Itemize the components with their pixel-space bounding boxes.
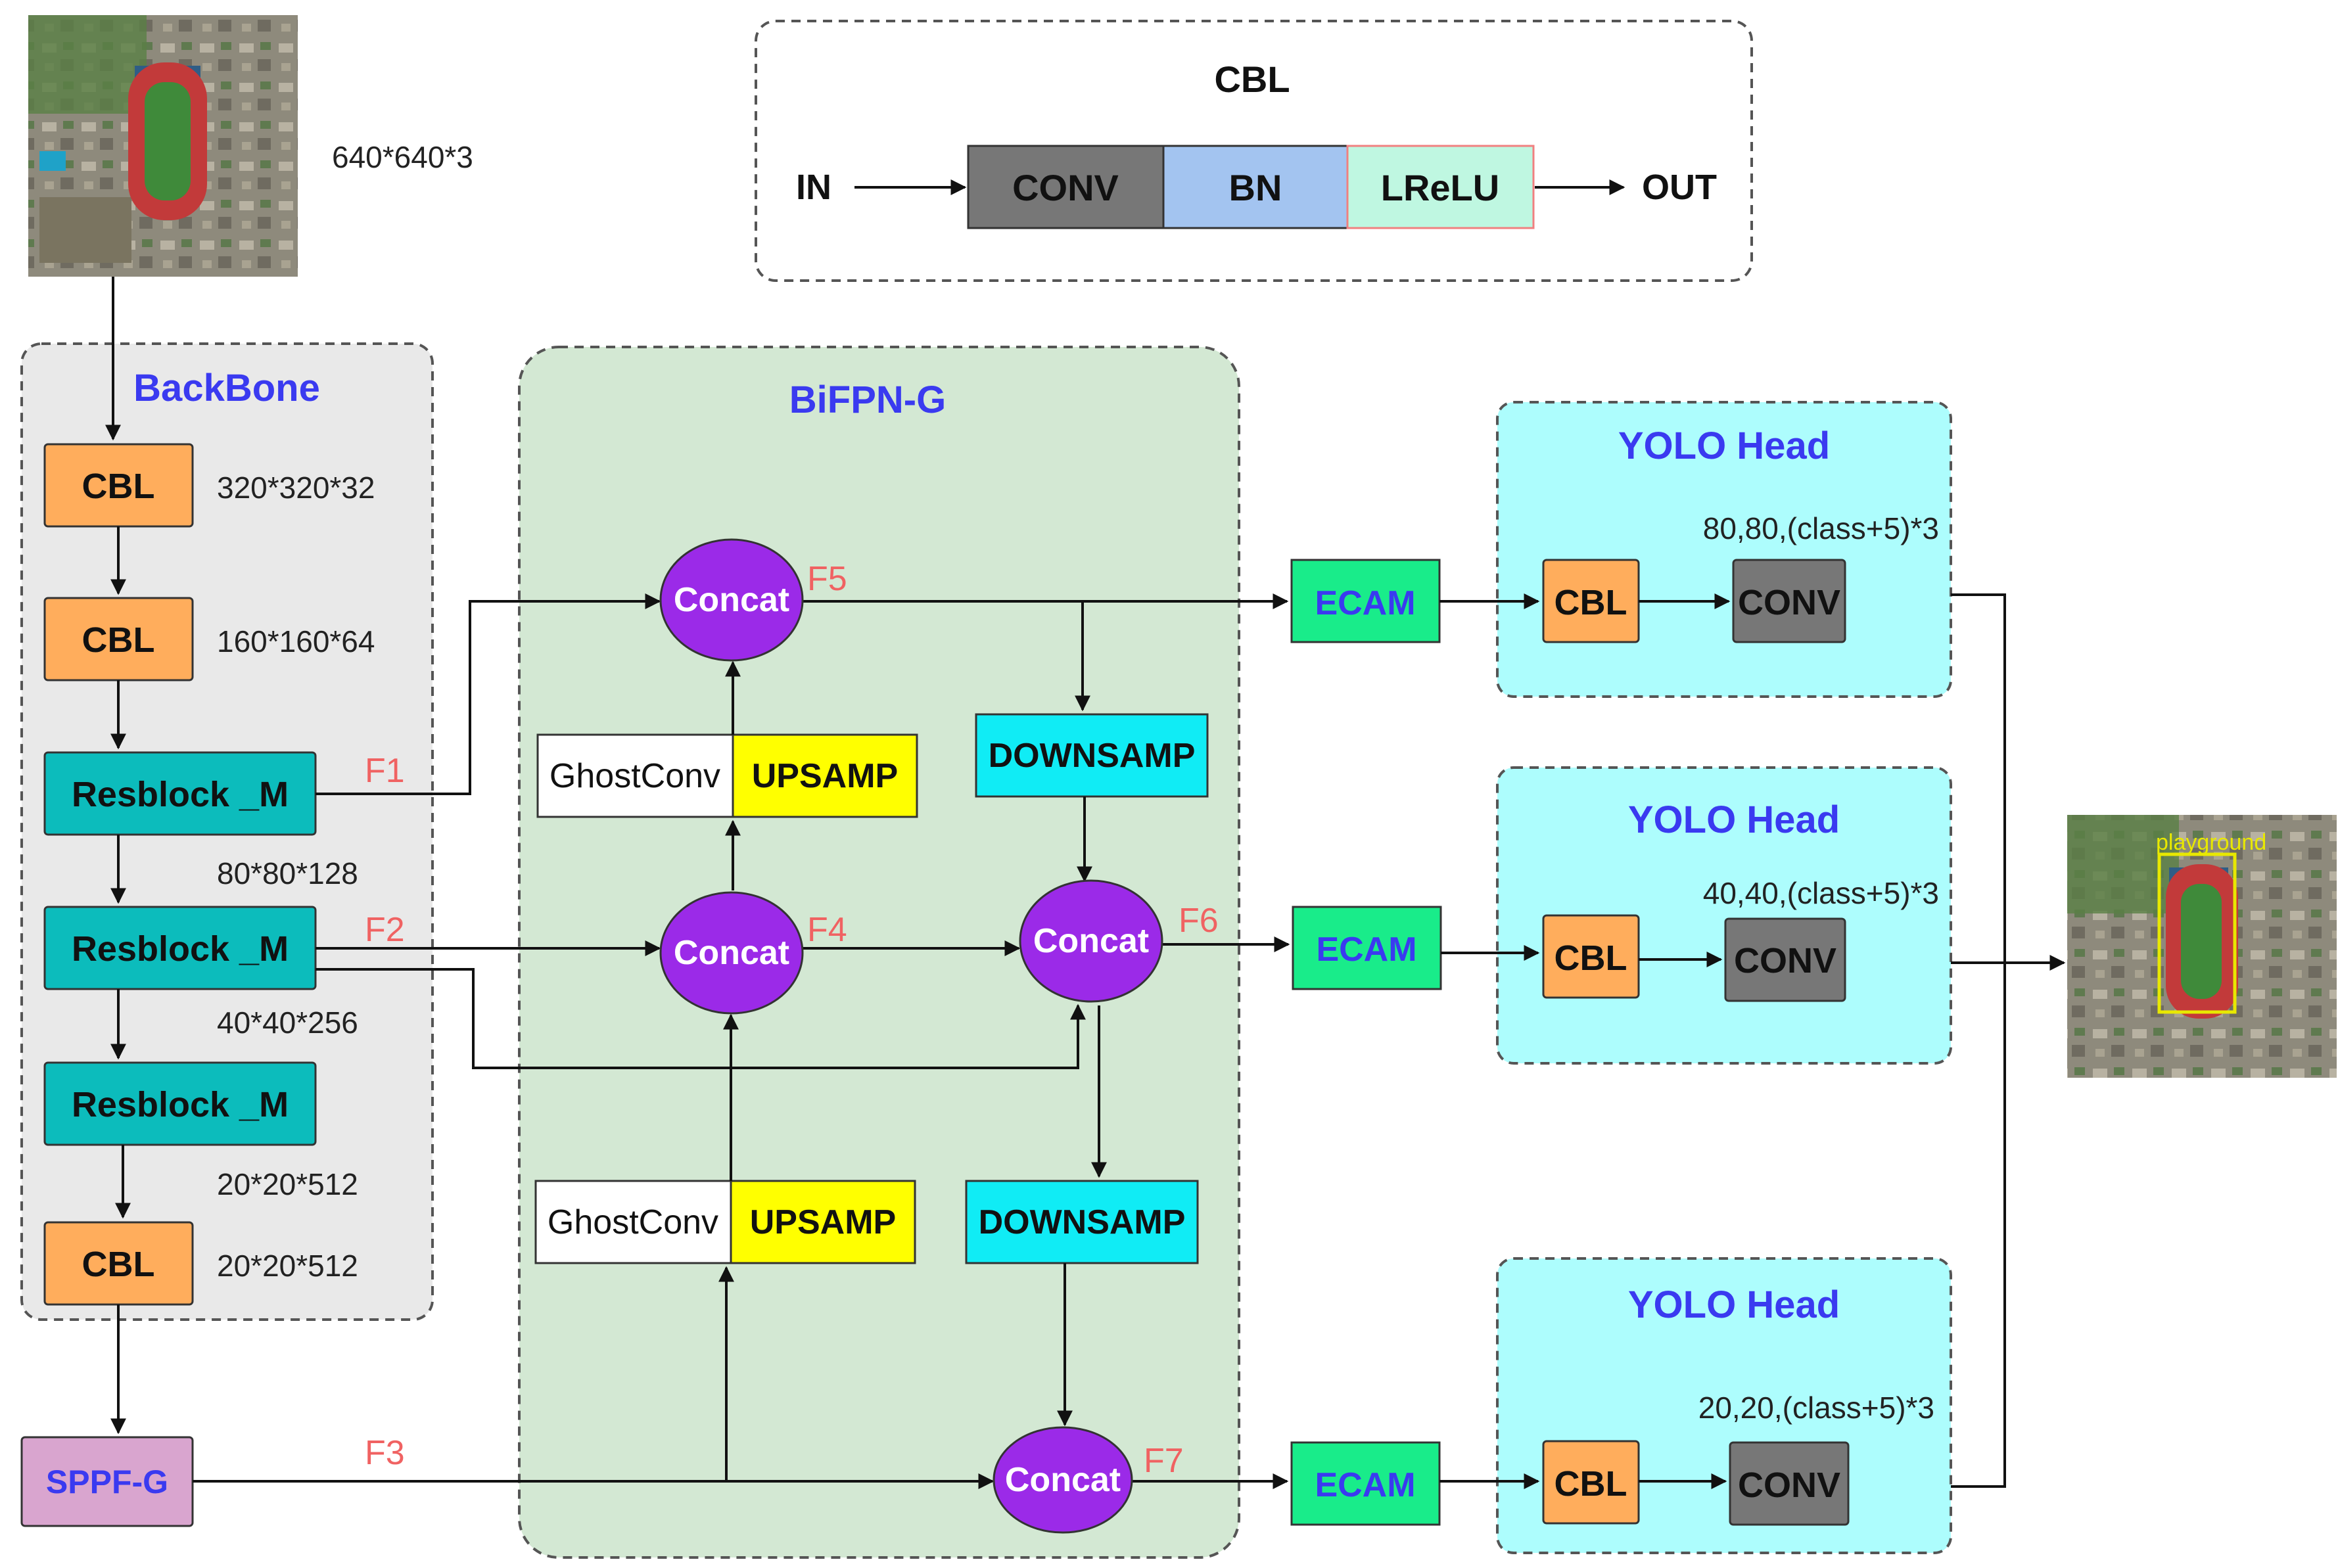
upsamp-block-top (732, 733, 918, 818)
ecam-label-2: ECAM (1316, 931, 1416, 969)
input-image (28, 15, 298, 277)
feature-label-f3: F3 (365, 1434, 405, 1472)
head-2-cbl-label: CBL (1555, 938, 1627, 978)
upsamp-label-top: UPSAMP (752, 757, 898, 795)
backbone-size-5: 20*20*512 (217, 1167, 358, 1201)
head-2-cbl (1542, 914, 1640, 999)
head-2-conv-label: CONV (1734, 941, 1836, 980)
concat-node-f6 (1019, 879, 1163, 1003)
backbone-size-6: 20*20*512 (217, 1249, 358, 1283)
backbone-resblock-3 (43, 1061, 317, 1146)
downsamp-block-top (975, 713, 1209, 798)
head-3-conv (1729, 1441, 1850, 1526)
downsamp-block-bottom (965, 1180, 1199, 1264)
head-1-conv-label: CONV (1738, 583, 1840, 622)
head-1-conv (1732, 559, 1846, 643)
feature-label-f2: F2 (365, 911, 405, 949)
ecam-label-3: ECAM (1315, 1466, 1415, 1504)
concat-label-f7: Concat (1005, 1461, 1121, 1499)
cbl-legend-in-label: IN (796, 168, 831, 207)
yolo-head-title-2: YOLO Head (1628, 798, 1840, 841)
legend-lrelu-label: LReLU (1381, 167, 1499, 208)
legend-conv-block (967, 145, 1165, 229)
head-3-conv-label: CONV (1738, 1465, 1840, 1505)
ecam-block-2 (1292, 906, 1442, 990)
ghostconv-label-bottom: GhostConv (548, 1203, 718, 1241)
yolo-head-output-2: 40,40,(class+5)*3 (1703, 876, 1939, 910)
backbone-size-4: 40*40*256 (217, 1005, 358, 1040)
backbone-cbl-1-label: CBL (82, 467, 155, 506)
ghostconv-label-top: GhostConv (549, 757, 720, 795)
legend-lrelu-block (1346, 145, 1535, 229)
head-1-cbl-label: CBL (1555, 583, 1627, 622)
backbone-size-2: 160*160*64 (217, 624, 375, 658)
edge-f2-to-concat-f6 (316, 968, 1086, 1069)
detection-label: playground (2156, 830, 2266, 855)
backbone-resblock-2-label: Resblock _M (72, 929, 289, 969)
yolo-head-output-1: 80,80,(class+5)*3 (1703, 511, 1939, 545)
concat-label-f4: Concat (674, 934, 789, 972)
concat-node-f4 (659, 891, 804, 1015)
yolo-head-output-3: 20,20,(class+5)*3 (1698, 1391, 1934, 1425)
backbone-resblock-3-label: Resblock _M (72, 1085, 289, 1124)
backbone-size-3: 80*80*128 (217, 856, 358, 890)
cbl-legend-out-label: OUT (1642, 168, 1717, 207)
legend-conv-label: CONV (1012, 167, 1119, 208)
backbone-cbl-2-label: CBL (82, 620, 155, 660)
legend-bn-block (1162, 145, 1349, 229)
feature-label-f6: F6 (1179, 902, 1219, 940)
backbone-title: BackBone (133, 367, 320, 409)
ecam-block-1 (1290, 559, 1441, 643)
sppf-g-label: SPPF-G (46, 1464, 168, 1500)
yolo-head-title-3: YOLO Head (1628, 1283, 1840, 1326)
feature-label-f5: F5 (807, 560, 847, 598)
ghostconv-block-top (536, 733, 734, 818)
downsamp-label-top: DOWNSAMP (989, 737, 1196, 775)
head-2-conv (1724, 917, 1846, 1002)
edge-f1-to-concat-f5 (316, 593, 661, 795)
upsamp-label-bottom: UPSAMP (750, 1203, 896, 1241)
concat-label-f5: Concat (674, 581, 789, 619)
upsamp-block-bottom (730, 1180, 916, 1264)
backbone-resblock-1-label: Resblock _M (72, 775, 289, 814)
edge-heads-merge (1951, 593, 2006, 1488)
downsamp-label-bottom: DOWNSAMP (979, 1203, 1186, 1241)
output-image (2067, 815, 2337, 1078)
backbone-cbl-3-label: CBL (82, 1245, 155, 1284)
backbone-size-1: 320*320*32 (217, 471, 375, 505)
concat-node-f7 (993, 1426, 1133, 1534)
feature-label-f1: F1 (365, 752, 405, 790)
legend-bn-label: BN (1229, 167, 1282, 208)
input-size-label: 640*640*3 (332, 140, 473, 174)
head-3-cbl-label: CBL (1555, 1464, 1627, 1504)
ghostconv-block-bottom (534, 1180, 732, 1264)
feature-label-f4: F4 (807, 911, 847, 949)
feature-label-f7: F7 (1144, 1442, 1184, 1480)
concat-node-f5 (659, 538, 804, 662)
cbl-legend-title: CBL (1214, 58, 1290, 100)
ecam-label-1: ECAM (1315, 584, 1415, 622)
concat-label-f6: Concat (1033, 922, 1149, 960)
ecam-block-3 (1290, 1441, 1441, 1526)
bifpn-title: BiFPN-G (789, 379, 946, 421)
yolo-head-title-1: YOLO Head (1618, 425, 1830, 467)
